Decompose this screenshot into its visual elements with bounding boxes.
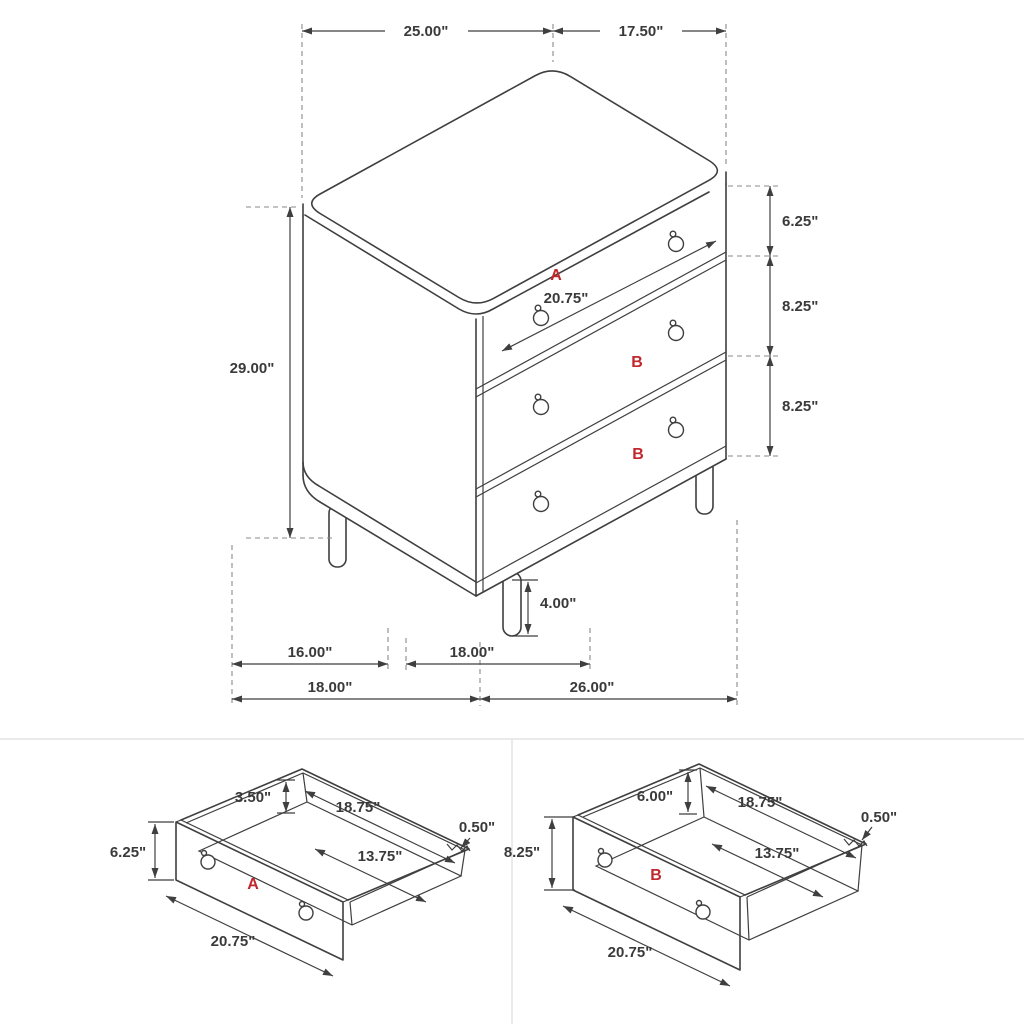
drawer-b-detail-letter: B bbox=[650, 867, 662, 884]
dim-drawer-front-width: 20.75" bbox=[544, 290, 589, 307]
extension-lines bbox=[231, 24, 778, 706]
base-outer-left bbox=[302, 474, 477, 597]
dim-top-width: 25.00" bbox=[404, 23, 449, 40]
drawer-a-dim-lines bbox=[148, 779, 471, 977]
drawer-b-floor bbox=[594, 816, 860, 941]
dim-a-front-height: 6.25" bbox=[110, 844, 146, 861]
dim-drawer-b1-height: 8.25" bbox=[782, 298, 818, 315]
dim-overall-height: 29.00" bbox=[230, 360, 275, 377]
drawer-a-floor bbox=[197, 801, 463, 926]
dim-leg-span-right: 18.00" bbox=[450, 644, 495, 661]
dim-base-depth: 18.00" bbox=[308, 679, 353, 696]
chest-body-fill bbox=[303, 70, 726, 596]
dimension-lines bbox=[232, 27, 774, 703]
rail-2a bbox=[475, 351, 727, 490]
drawer-a-detail-view: A 3.50" 18.75" 0.50" 6.25" 13.75" 20.75" bbox=[110, 768, 495, 977]
base-outer-right bbox=[475, 458, 727, 597]
dim-a-front-width: 20.75" bbox=[211, 933, 256, 950]
dim-b-interior-depth: 6.00" bbox=[637, 788, 673, 805]
top-slab-edge bbox=[304, 191, 710, 315]
main-chest-view: A B B bbox=[230, 23, 818, 706]
dim-a-interior-depth: 3.50" bbox=[235, 789, 271, 806]
drawer-b1-letter: B bbox=[631, 354, 643, 371]
dim-drawer-b2-height: 8.25" bbox=[782, 398, 818, 415]
rail-2b bbox=[475, 359, 727, 498]
drawer-b-rim-outer bbox=[577, 763, 867, 896]
dim-a-interior-width: 18.75" bbox=[336, 799, 381, 816]
dim-b-interior-width: 18.75" bbox=[738, 794, 783, 811]
dim-a-panel-thickness: 0.50" bbox=[459, 819, 495, 836]
dim-leg-height: 4.00" bbox=[540, 595, 576, 612]
dim-leg-span-left: 16.00" bbox=[288, 644, 333, 661]
drawer-b2-knobs bbox=[532, 416, 685, 513]
drawer-a-letter: A bbox=[550, 267, 562, 284]
drawer-b-rim-inner bbox=[582, 767, 864, 898]
drawer-a-detail-letter: A bbox=[247, 876, 259, 893]
drawer-a-rim-outer bbox=[180, 768, 470, 901]
drawer-b2-letter: B bbox=[632, 446, 644, 463]
base-band-left bbox=[302, 461, 477, 583]
base-band-right bbox=[475, 445, 727, 584]
drawer-b-detail-view: B 6.00" 18.75" 0.50" 8.25" 13.75" 20.75" bbox=[504, 763, 897, 987]
drawer-b-dim-lines bbox=[544, 769, 873, 987]
front-leg bbox=[502, 571, 522, 637]
drawer-a-box bbox=[175, 768, 471, 961]
top-face bbox=[310, 70, 719, 304]
dim-base-width: 26.00" bbox=[570, 679, 615, 696]
dim-b-front-height: 8.25" bbox=[504, 844, 540, 861]
drawer-b-box bbox=[572, 763, 868, 971]
section-dividers bbox=[0, 738, 1024, 1024]
dim-b-front-width: 20.75" bbox=[608, 944, 653, 961]
dim-a-knob-spacing: 13.75" bbox=[358, 848, 403, 865]
dim-b-knob-spacing: 13.75" bbox=[755, 845, 800, 862]
dim-b-panel-thickness: 0.50" bbox=[861, 809, 897, 826]
chest-outline bbox=[302, 70, 727, 597]
dim-top-depth: 17.50" bbox=[619, 23, 664, 40]
dim-drawer-a-height: 6.25" bbox=[782, 213, 818, 230]
drawer-b-front-panel bbox=[572, 816, 741, 971]
drawer-a-front-panel bbox=[175, 821, 344, 961]
